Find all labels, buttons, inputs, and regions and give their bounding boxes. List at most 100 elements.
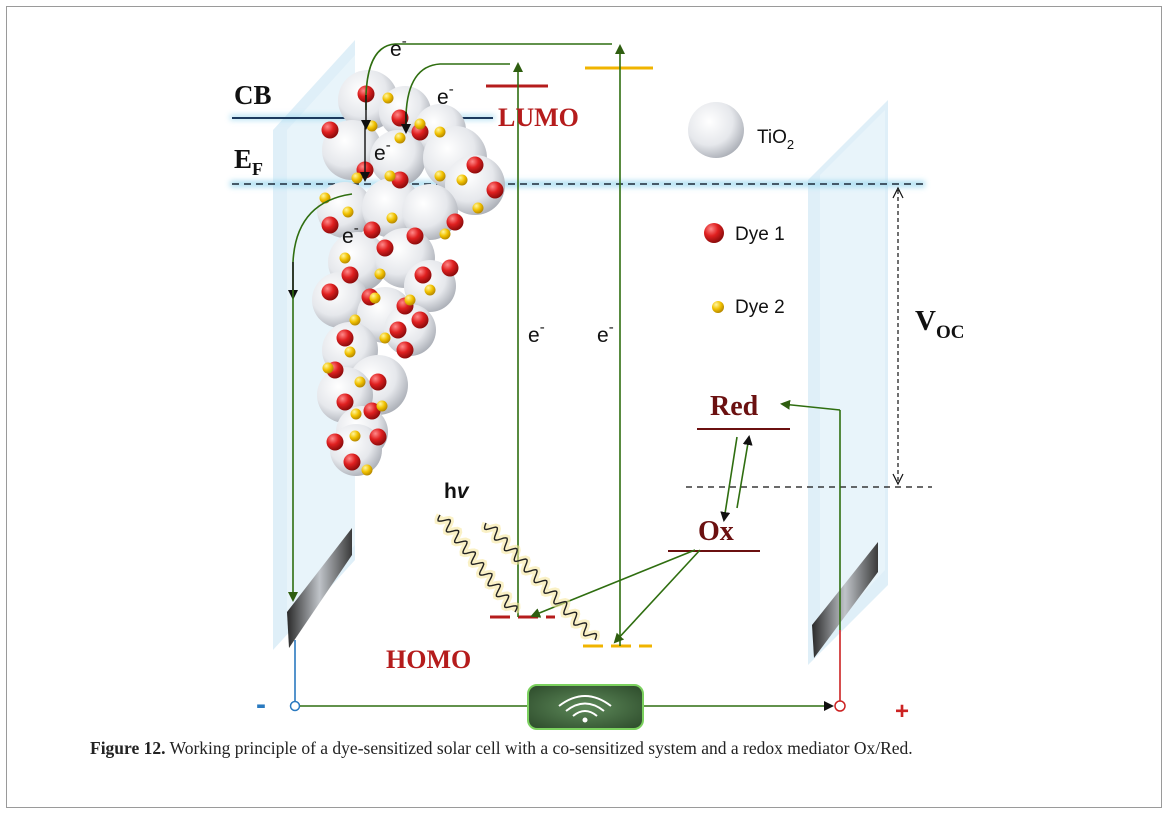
dye2-molecule [361, 464, 373, 476]
red-label: Red [710, 391, 759, 422]
electron-label-relax: e- [374, 137, 391, 165]
tio2-label: TiO2 [757, 127, 794, 152]
external-circuit [289, 399, 846, 712]
dye2-molecule [350, 408, 362, 420]
electron-label-top: e- [390, 33, 407, 61]
dye2-molecule [376, 400, 388, 412]
cb-label: CB [234, 80, 272, 110]
dye1-dot-icon [704, 223, 724, 243]
terminal-plus [834, 700, 846, 712]
electron-label-injection: e- [437, 81, 454, 109]
dye2-molecule [394, 132, 406, 144]
dye1-molecule [391, 109, 409, 127]
dye2-molecule [434, 126, 446, 138]
fermi-level [230, 181, 925, 187]
load-device-icon [527, 684, 644, 730]
dye1-molecule [321, 216, 339, 234]
voc-dimension-arrow [892, 186, 904, 486]
injection-arrow-dye2 [365, 43, 612, 110]
ox-to-red-arrow [736, 435, 753, 509]
figure-caption: Figure 12. Working principle of a dye-se… [90, 738, 1100, 759]
dye1-molecule [336, 393, 354, 411]
dye1-molecule [411, 311, 429, 329]
dye1-molecule [376, 239, 394, 257]
dye1-molecule [466, 156, 484, 174]
dye1-molecule [363, 402, 381, 420]
dye1-molecule [369, 428, 387, 446]
electron-label-transport: e- [342, 220, 359, 248]
reduction-feed-arrow [780, 399, 841, 411]
legend [688, 102, 744, 313]
ef-label: EF [234, 144, 263, 179]
tio2-particle [445, 155, 505, 215]
regeneration-arrow-dye2 [613, 549, 701, 644]
dye1-molecule [391, 171, 409, 189]
dye2-molecule [414, 118, 426, 130]
dye1-molecule [441, 259, 459, 277]
dye1-molecule [486, 181, 504, 199]
dye2-molecule [374, 268, 386, 280]
dye2-molecule [339, 252, 351, 264]
dye2-molecule [369, 292, 381, 304]
dye1-molecule [369, 373, 387, 391]
dye1-molecule [446, 213, 464, 231]
excitation-arrows [513, 44, 625, 646]
dye2-molecule [322, 362, 334, 374]
right-glass-electrode [808, 100, 888, 665]
left-electrode-plate [287, 528, 352, 648]
plus-terminal-label: + [895, 698, 909, 725]
dye1-molecule [411, 123, 429, 141]
tio2-particle [330, 424, 382, 476]
dye1-molecule [321, 283, 339, 301]
dye2-molecule [439, 228, 451, 240]
dye1-molecule [343, 453, 361, 471]
terminal-minus [289, 700, 301, 712]
energy-levels [486, 66, 790, 648]
dye1-molecule [363, 221, 381, 239]
dye1-molecule [341, 266, 359, 284]
dye2-molecule [386, 212, 398, 224]
caption-figure-number: Figure 12. [90, 738, 166, 758]
figure-frame [6, 6, 1162, 808]
dye2-molecule [349, 314, 361, 326]
dye1-label: Dye 1 [735, 224, 785, 245]
dye1-molecule [406, 227, 424, 245]
dye2-molecule [349, 430, 361, 442]
hv-label: hv [444, 480, 470, 503]
homo-label: HOMO [386, 645, 471, 674]
dye1-molecule [414, 266, 432, 284]
voc-label: VOC [915, 305, 964, 343]
ox-label: Ox [698, 516, 734, 547]
dye2-molecule [434, 170, 446, 182]
dye2-molecule [344, 346, 356, 358]
collection-arrow [292, 193, 353, 290]
dye2-molecule [351, 172, 363, 184]
dye1-molecule [396, 341, 414, 359]
dye1-molecule [389, 321, 407, 339]
minus-terminal-label: - [256, 688, 266, 721]
dye2-molecule [379, 332, 391, 344]
dye2-molecule [456, 174, 468, 186]
dye2-molecule [366, 120, 378, 132]
right-electrode-plate [812, 542, 878, 658]
dye2-molecule [472, 202, 484, 214]
redox-arrows [720, 435, 753, 522]
dye1-molecule [326, 433, 344, 451]
dye2-molecule [384, 170, 396, 182]
tio2-particle-cluster [312, 70, 505, 476]
lumo-label: LUMO [498, 103, 579, 132]
tio2-particle-icon [688, 102, 744, 158]
electron-label-dye2: e- [597, 319, 614, 347]
dye2-molecule [404, 294, 416, 306]
caption-text: Working principle of a dye-sensitized so… [165, 738, 913, 758]
tio2-particle [370, 130, 426, 186]
tio2-particle [402, 184, 458, 240]
dye2-molecule [424, 284, 436, 296]
dye2-molecule [354, 376, 366, 388]
dye2-dot-icon [712, 301, 724, 313]
red-to-ox-arrow [720, 436, 738, 522]
dye1-molecule [336, 329, 354, 347]
dye2-molecule [382, 92, 394, 104]
dye2-label: Dye 2 [735, 297, 785, 318]
